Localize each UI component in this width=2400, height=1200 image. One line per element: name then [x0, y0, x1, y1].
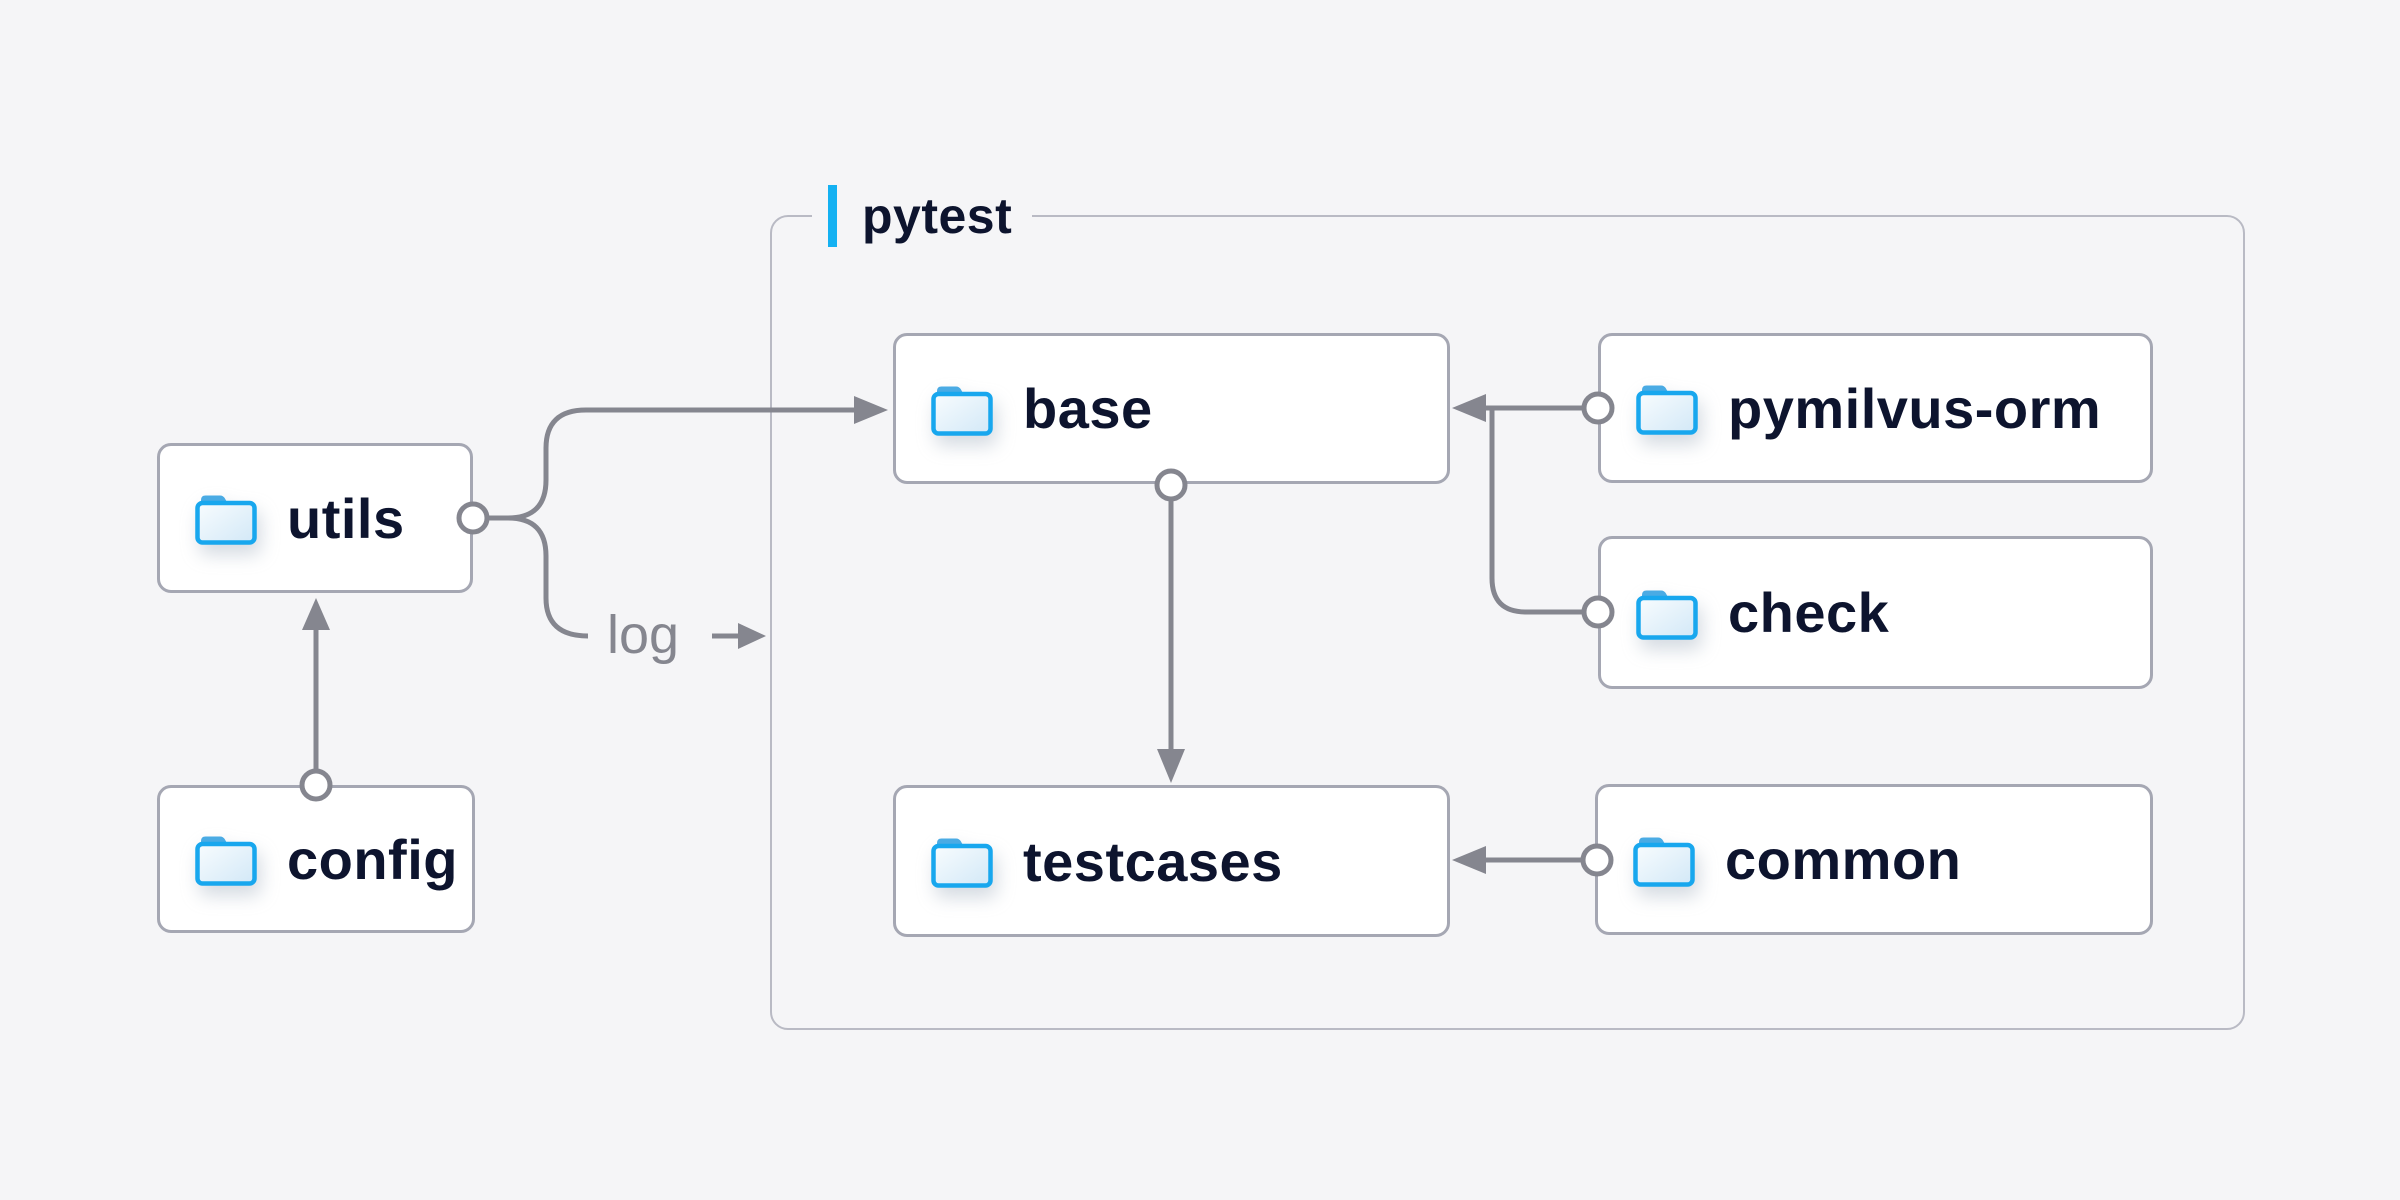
edge-config-utils: [299, 598, 333, 802]
node-common: common: [1595, 784, 2153, 935]
folder-icon: [193, 832, 259, 886]
folder-icon: [193, 491, 259, 545]
node-label: base: [1023, 377, 1153, 440]
folder-icon: [1634, 586, 1700, 640]
node-label: common: [1725, 828, 1962, 891]
node-label: config: [287, 827, 458, 891]
node-base: base: [893, 333, 1450, 484]
node-check: check: [1598, 536, 2153, 689]
folder-icon: [1634, 381, 1700, 435]
node-utils: utils: [157, 443, 473, 593]
arrowhead-right: [738, 623, 766, 649]
edge-label-log: log: [606, 605, 680, 665]
pytest-label-text: pytest: [862, 188, 1013, 244]
node-config: config: [157, 785, 475, 933]
node-pymilvus-orm: pymilvus-orm: [1598, 333, 2153, 483]
folder-icon: [929, 382, 995, 436]
node-testcases: testcases: [893, 785, 1450, 937]
node-label: testcases: [1023, 829, 1283, 893]
pytest-group-label: pytest: [812, 181, 1033, 251]
folder-icon: [929, 834, 995, 888]
arrowhead-up: [302, 598, 330, 630]
node-label: check: [1728, 581, 1890, 644]
node-label: utils: [287, 486, 405, 550]
accent-bar: [828, 185, 837, 247]
folder-icon: [1631, 833, 1697, 887]
node-label: pymilvus-orm: [1728, 376, 2102, 440]
pytest-group-container: [770, 215, 2245, 1030]
